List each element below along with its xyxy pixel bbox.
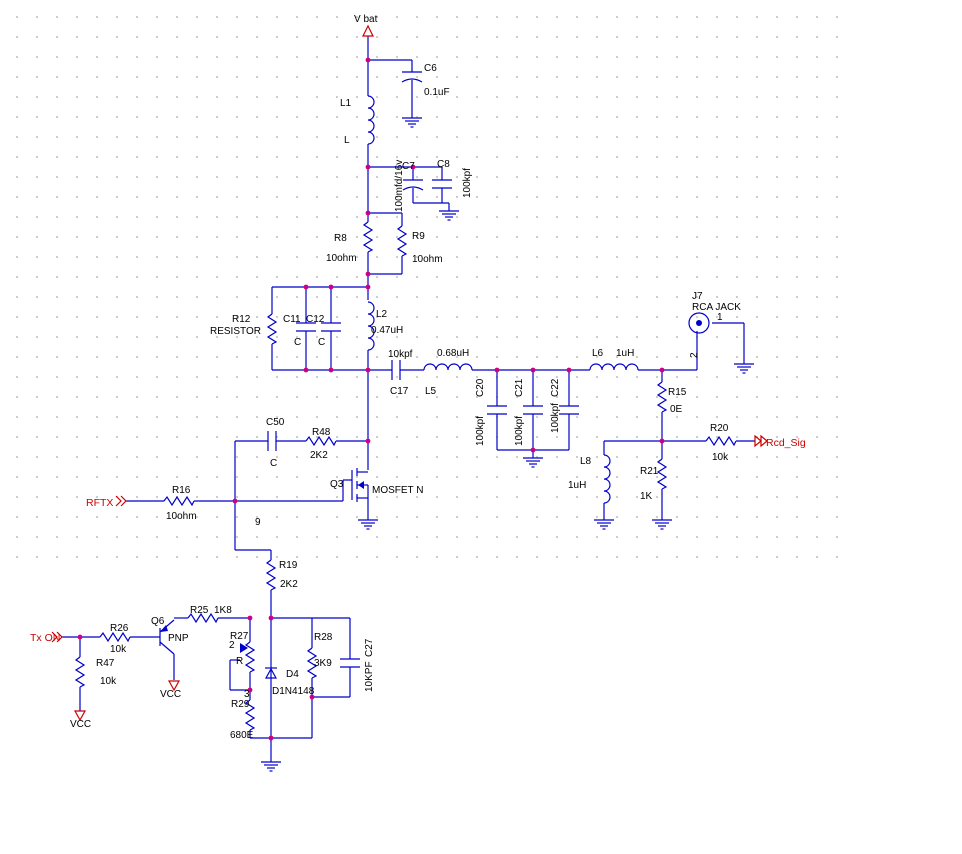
- component-labels: V bat C6 0.1uF L1 L C7 100mfd/16v C8 100…: [30, 14, 806, 741]
- vcc-label-1: VCC: [70, 719, 91, 730]
- r28-ref-label: R28: [314, 632, 333, 643]
- r20-ref-label: R20: [710, 423, 729, 434]
- r28-value-label: 3K9: [314, 658, 332, 669]
- c11-value-label: C: [294, 337, 301, 348]
- c50-ref-label: C50: [266, 417, 285, 428]
- q6-value-label: PNP: [168, 633, 189, 644]
- vbat-label: V bat: [354, 14, 378, 25]
- r25-value-label: 1K8: [214, 605, 232, 616]
- r16-value-label: 10ohm: [166, 511, 197, 522]
- rftx-port: RFTX: [86, 497, 113, 509]
- r21-value-label: 1K: [640, 491, 653, 502]
- vcc-label-2: VCC: [160, 689, 181, 700]
- r48-ref-label: R48: [312, 427, 331, 438]
- r9-value-label: 10ohm: [412, 254, 443, 265]
- r20-value-label: 10k: [712, 452, 729, 463]
- c22-ref-label: C22: [550, 378, 561, 397]
- r47-ref-label: R47: [96, 658, 115, 669]
- l8-value-label: 1uH: [568, 480, 586, 491]
- c7-value-label: 100mfd/16v: [394, 160, 405, 212]
- r27-pin2-label: 2: [229, 640, 235, 651]
- r19-value-label: 2K2: [280, 579, 298, 590]
- r21-ref-label: R21: [640, 466, 659, 477]
- r15-value-label: 0E: [670, 404, 683, 415]
- r8-value-label: 10ohm: [326, 253, 357, 264]
- c22-value-label: 100kpf: [550, 403, 561, 433]
- wire-net: [62, 36, 755, 754]
- l6-value-label: 1uH: [616, 348, 634, 359]
- r27-pin3-label: 3: [244, 689, 250, 700]
- r16-ref-label: R16: [172, 485, 191, 496]
- q3-value-label: MOSFET N: [372, 485, 423, 496]
- rcd-sig-port: Rcd_Sig: [766, 437, 806, 449]
- c21-ref-label: C21: [514, 378, 525, 397]
- l5-ref-label: L5: [425, 386, 437, 397]
- l2-ref-label: L2: [376, 309, 388, 320]
- r26-ref-label: R26: [110, 623, 129, 634]
- c6-value-label: 0.1uF: [424, 87, 450, 98]
- r27-ref-label: R27: [230, 631, 249, 642]
- r9-ref-label: R9: [412, 231, 425, 242]
- junction-dots: [77, 57, 665, 741]
- r29-ref-label: R29: [231, 699, 250, 710]
- r29-value-label: 680E: [230, 730, 254, 741]
- q6-ref-label: Q6: [151, 616, 165, 627]
- c6-ref-label: C6: [424, 63, 437, 74]
- c50-value-label: C: [270, 458, 277, 469]
- j7-value-label: RCA JACK: [692, 302, 741, 313]
- l5-value-label: 0.68uH: [437, 348, 469, 359]
- c7-ref-label: C7: [402, 161, 415, 172]
- j7-ref-label: J7: [692, 291, 703, 302]
- r47-value-label: 10k: [100, 676, 117, 687]
- l1-ref-label: L1: [340, 98, 352, 109]
- c20-value-label: 100kpf: [475, 416, 486, 446]
- r26-value-label: 10k: [110, 644, 127, 655]
- c11-ref-label: C11: [283, 314, 301, 325]
- r12-ref-label: R12: [232, 314, 251, 325]
- c12-value-label: C: [318, 337, 325, 348]
- c27-ref-label: C27: [364, 638, 375, 657]
- r27-value-label: R: [236, 656, 243, 667]
- r15-ref-label: R15: [668, 387, 687, 398]
- j7-pin2-label: 2: [689, 352, 700, 358]
- l6-ref-label: L6: [592, 348, 604, 359]
- r48-value-label: 2K2: [310, 450, 328, 461]
- q3-ref-label: Q3: [330, 479, 344, 490]
- c27-value-label: 10KPF: [364, 661, 375, 692]
- r25-ref-label: R25: [190, 605, 209, 616]
- c21-value-label: 100kpf: [514, 416, 525, 446]
- j7-pin1-label: 1: [717, 312, 723, 323]
- c12-ref-label: C12: [306, 314, 325, 325]
- c17-value-label: 10kpf: [388, 349, 413, 360]
- l8-ref-label: L8: [580, 456, 592, 467]
- c17-ref-label: C17: [390, 386, 409, 397]
- grid-dots: [0, 0, 840, 570]
- l1-value-label: L: [344, 135, 350, 146]
- tx-on-port: Tx ON: [30, 632, 60, 644]
- r8-ref-label: R8: [334, 233, 347, 244]
- d4-ref-label: D4: [286, 669, 299, 680]
- c8-value-label: 100kpf: [462, 168, 473, 198]
- l2-value-label: 0.47uH: [371, 325, 403, 336]
- component-symbols: [51, 24, 768, 772]
- c8-ref-label: C8: [437, 159, 450, 170]
- node-9-label: 9: [255, 517, 261, 528]
- d4-value-label: D1N4148: [272, 686, 315, 697]
- r12-value-label: RESISTOR: [210, 326, 261, 337]
- r19-ref-label: R19: [279, 560, 298, 571]
- c20-ref-label: C20: [475, 378, 486, 397]
